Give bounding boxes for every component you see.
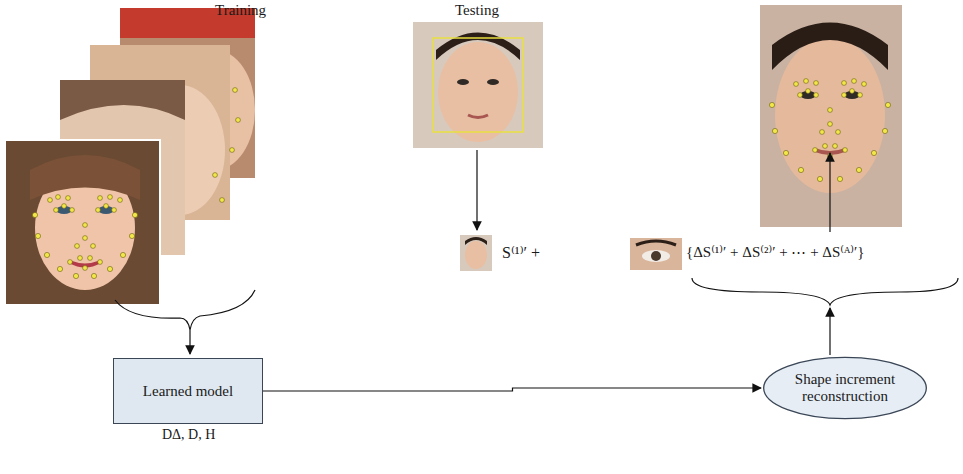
flow-arrow: [263, 388, 761, 391]
section-heading: Training: [215, 2, 266, 19]
node-subheading: DΔ, D, H: [162, 427, 215, 443]
model-box: Learned modelDΔ, D, H: [113, 358, 263, 424]
testing-photo: [413, 22, 682, 271]
formula-text: S⁽¹⁾′ +: [502, 243, 540, 262]
section-heading: Testing: [455, 2, 499, 19]
formula-text: {ΔS⁽¹⁾′ + ΔS⁽²⁾′ + ⋯ + ΔS⁽ᴬ⁾′}: [686, 243, 865, 261]
node-title: Shape increment reconstruction: [785, 371, 905, 405]
node-title: Learned model: [143, 383, 233, 400]
training-photos: [5, 8, 255, 354]
result-photo: [692, 5, 958, 355]
process-ellipse: Shape increment reconstruction: [762, 356, 928, 420]
